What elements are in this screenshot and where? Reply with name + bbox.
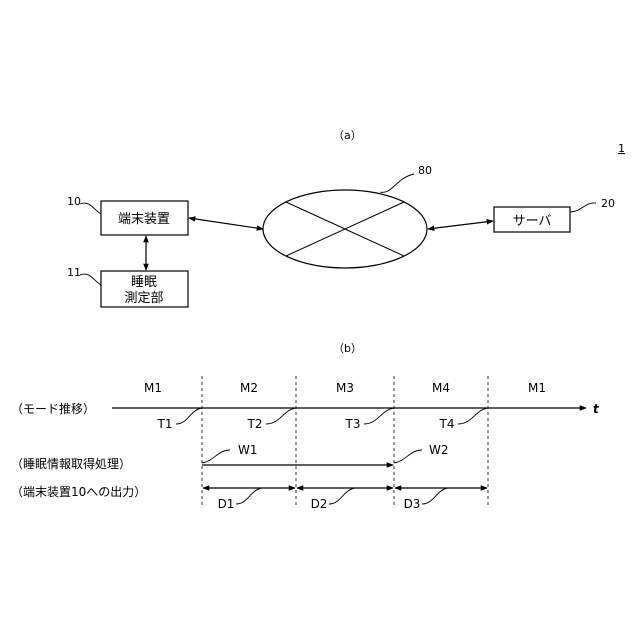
network-server-link-arrow bbox=[428, 221, 493, 229]
mode-label: M1 bbox=[528, 381, 546, 395]
terminal-network-link-arrow bbox=[189, 218, 263, 229]
time-axis-label: t bbox=[593, 402, 600, 416]
row-label-mode: （モード推移） bbox=[11, 402, 95, 416]
acquisition-w1-leader bbox=[202, 450, 230, 463]
figure-label-a: （a） bbox=[333, 129, 362, 142]
row-label-acquisition: （睡眠情報取得処理） bbox=[11, 456, 131, 471]
mode-label: M4 bbox=[432, 381, 450, 395]
transition-time-label: T2 bbox=[247, 417, 263, 431]
network-ref-leader bbox=[380, 174, 414, 192]
time-leader bbox=[266, 408, 296, 424]
terminal-device-block: 端末装置 bbox=[101, 201, 188, 235]
transition-time-label: T3 bbox=[345, 417, 361, 431]
output-label: D1 bbox=[218, 497, 235, 511]
time-leader bbox=[176, 408, 202, 424]
output-leader bbox=[236, 488, 262, 504]
transition-time-label: T4 bbox=[439, 417, 455, 431]
figure-label-b: （b） bbox=[333, 342, 362, 355]
time-leader bbox=[458, 408, 488, 424]
sleep-measurement-block: 睡眠 測定部 bbox=[101, 271, 188, 307]
network-ellipse bbox=[263, 190, 427, 268]
output-leader bbox=[329, 488, 355, 504]
server-ref: 20 bbox=[601, 197, 615, 210]
system-ref-label: 1 bbox=[618, 142, 625, 155]
row-label-output: （端末装置10への出力） bbox=[11, 485, 146, 499]
sleep-ref-leader bbox=[80, 274, 101, 285]
time-leader bbox=[364, 408, 394, 424]
terminal-device-label: 端末装置 bbox=[118, 212, 170, 227]
server-ref-leader bbox=[570, 203, 596, 212]
sleep-measurement-label-2: 測定部 bbox=[124, 291, 163, 306]
output-label: D2 bbox=[311, 497, 328, 511]
mode-label: M2 bbox=[240, 381, 258, 395]
terminal-device-ref: 10 bbox=[67, 195, 81, 208]
server-label: サーバ bbox=[513, 214, 552, 229]
acquisition-w2-leader bbox=[394, 450, 422, 463]
mode-label: M1 bbox=[144, 381, 162, 395]
mode-label: M3 bbox=[336, 381, 354, 395]
acquisition-label: W1 bbox=[238, 443, 258, 457]
sleep-measurement-label-1: 睡眠 bbox=[131, 275, 157, 290]
acquisition-label: W2 bbox=[429, 443, 449, 457]
network-ref: 80 bbox=[418, 164, 432, 177]
sleep-measurement-ref: 11 bbox=[67, 266, 81, 279]
transition-time-label: T1 bbox=[157, 417, 173, 431]
output-leader bbox=[422, 488, 448, 504]
server-block: サーバ bbox=[494, 207, 570, 232]
terminal-ref-leader bbox=[80, 203, 101, 214]
output-label: D3 bbox=[404, 497, 421, 511]
